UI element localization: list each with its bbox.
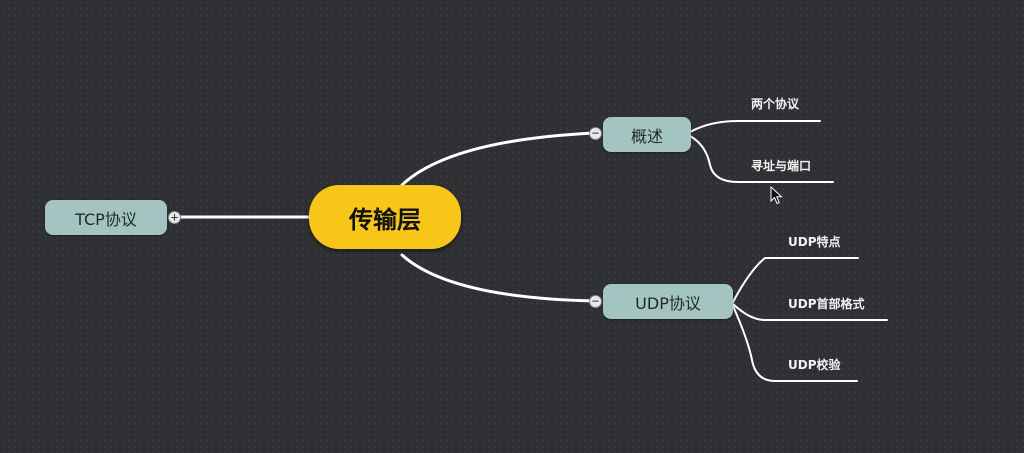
connector-overview-leaf-2	[689, 135, 834, 183]
connector-overview-leaf-1	[689, 120, 821, 133]
minus-circle-icon[interactable]: −	[589, 295, 602, 308]
topic-tcp[interactable]: TCP协议	[45, 200, 167, 235]
connector-central-to-overview	[400, 131, 597, 187]
leaf-udp-checksum[interactable]: UDP校验	[788, 358, 841, 372]
central-topic[interactable]: 传输层	[309, 185, 461, 249]
topic-tcp-label: TCP协议	[75, 209, 137, 229]
connector-central-to-udp	[400, 253, 597, 303]
leaf-udp-header-format[interactable]: UDP首部格式	[788, 297, 865, 311]
connector-udp-leaf-3	[732, 305, 858, 382]
mouse-pointer-icon	[770, 186, 783, 205]
topic-overview[interactable]: 概述	[603, 117, 691, 152]
leaf-udp-features[interactable]: UDP特点	[788, 235, 841, 249]
central-topic-label: 传输层	[349, 205, 421, 234]
plus-circle-icon[interactable]: +	[168, 211, 181, 224]
leaf-addressing-ports[interactable]: 寻址与端口	[751, 159, 812, 173]
minus-circle-icon[interactable]: −	[589, 127, 602, 140]
connector-udp-leaf-2	[732, 303, 888, 321]
leaf-two-protocols[interactable]: 两个协议	[751, 97, 800, 111]
connector-udp-leaf-1	[732, 257, 859, 303]
topic-udp[interactable]: UDP协议	[603, 284, 733, 319]
topic-udp-label: UDP协议	[635, 293, 701, 313]
topic-overview-label: 概述	[630, 126, 663, 146]
